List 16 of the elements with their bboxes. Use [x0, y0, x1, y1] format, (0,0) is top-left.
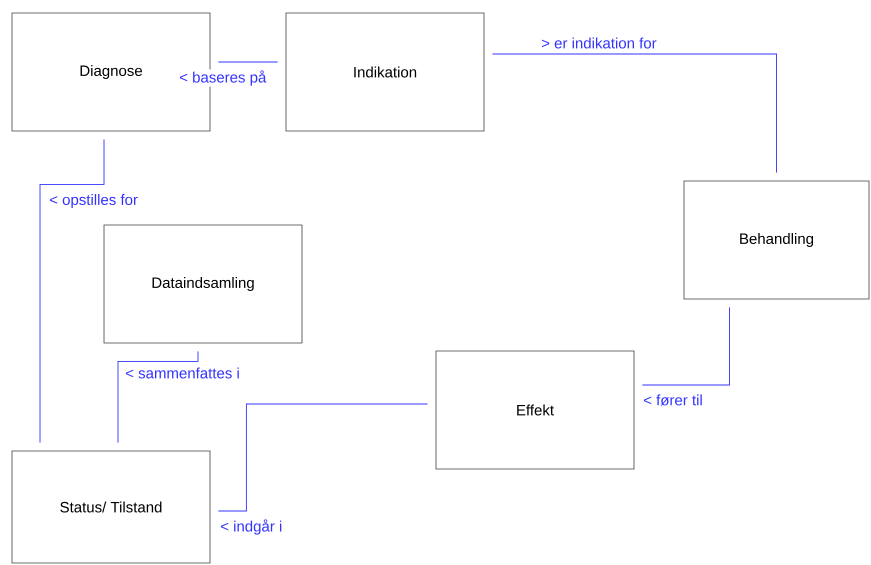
connector-line [492, 54, 777, 174]
concept-box: Behandling [684, 180, 870, 300]
edge-label: > er indikation for [540, 36, 658, 50]
edge-label: < baseres på [178, 69, 268, 87]
edge-label: < fører til [642, 393, 704, 407]
connector-line [642, 306, 730, 386]
connector-line [40, 138, 104, 444]
connector-line [218, 404, 428, 512]
connector-line [118, 350, 198, 444]
concept-box: Effekt [436, 350, 634, 470]
edge-label: < sammenfattes i [124, 366, 241, 380]
edge-label: < opstilles for [48, 193, 139, 209]
concept-box: Indikation [286, 12, 484, 132]
edge-label: < indgår i [219, 518, 284, 536]
concept-box: Dataindsamling [104, 224, 302, 344]
concept-box: Status/ Tilstand [12, 450, 210, 564]
